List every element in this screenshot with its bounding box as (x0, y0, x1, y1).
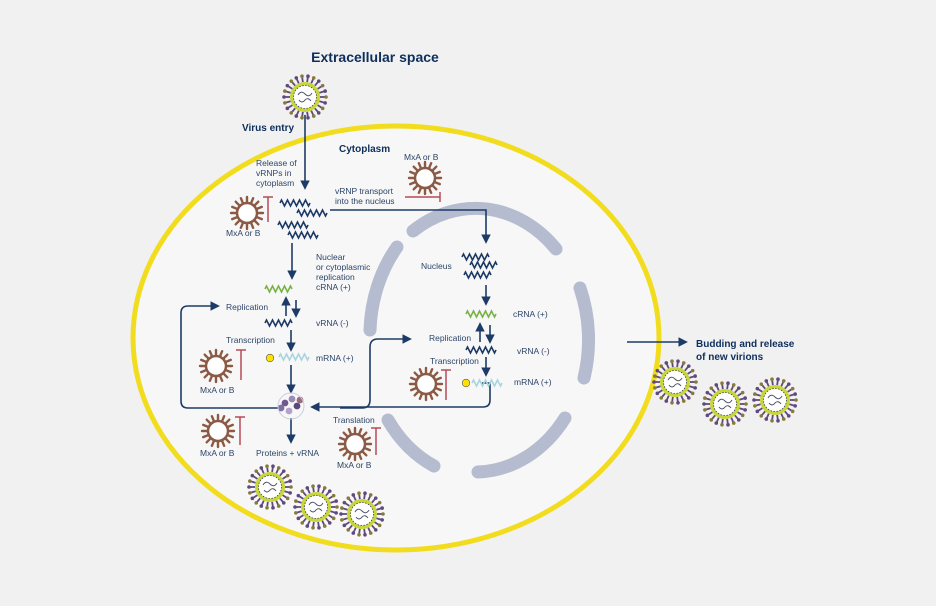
mrna-cap-cyto (265, 353, 275, 363)
nuc-vrnp-strand-3 (463, 270, 492, 280)
virion-released-2 (702, 381, 748, 427)
mxa-label-cyto: MxA or B (200, 385, 235, 395)
transcription-label-nuc: Transcription (430, 356, 479, 366)
budding-label-1: Budding and release (696, 339, 795, 350)
budding-label-2: of new virions (696, 352, 764, 363)
inhibitor-transport (405, 192, 441, 202)
ribosome-cluster (277, 392, 305, 420)
nuc-vrnp-strand-1 (461, 252, 490, 262)
virion-assembling-1 (247, 464, 293, 510)
inhibitor-nuc-transcription (441, 369, 451, 400)
crna-label-nuc: cRNA (+) (513, 309, 548, 319)
mxa-label-bottom-right: MxA or B (337, 460, 372, 470)
crna-strand-cyto (264, 284, 293, 294)
replication-label-nuc: Replication (429, 333, 471, 343)
vrna-label-nuc: vRNA (-) (517, 346, 550, 356)
mx-protein-top (407, 160, 443, 196)
vrnp-strand-1 (279, 198, 311, 208)
mx-protein-bottom-right (337, 426, 373, 462)
transport-arrow (330, 209, 491, 244)
mx-protein-nuc (408, 366, 444, 402)
crna-strand-nuc (465, 309, 497, 319)
translation-label: Translation (333, 415, 375, 425)
transport-label-2: into the nucleus (335, 196, 395, 206)
mx-protein-left (229, 195, 265, 231)
virion-released-1 (652, 359, 698, 405)
inhibitor-proteins (235, 416, 245, 445)
mrna-strand-cyto (278, 352, 310, 362)
nuc-vrnp-strand-2 (469, 260, 498, 270)
vrna-strand-cyto (264, 318, 293, 328)
mrna-cap-nuc (461, 378, 471, 388)
virion-entering (282, 74, 328, 120)
vrnp-strand-2 (296, 208, 328, 218)
mrna-label-cyto: mRNA (+) (316, 353, 354, 363)
vrna-strand-nuc (465, 345, 497, 355)
vrna-label-cyto: vRNA (-) (316, 318, 349, 328)
mxa-label-left: MxA or B (226, 228, 261, 238)
inhibitor-release (263, 196, 273, 222)
virus-entry-label: Virus entry (242, 123, 294, 134)
release-label-3: cytoplasm (256, 178, 294, 188)
virion-released-3 (752, 377, 798, 423)
pathway-arrows (180, 115, 688, 444)
replication-loop-arrow (180, 301, 280, 409)
transcription-label-cyto: Transcription (226, 335, 275, 345)
transport-label-1: vRNP transport (335, 186, 394, 196)
inhibitor-translation (371, 427, 381, 455)
nucleus-envelope (363, 201, 596, 479)
release-label-2: vRNPs in (256, 168, 292, 178)
inhibitor-cyto-transcription (236, 349, 246, 380)
extracellular-space-title: Extracellular space (311, 49, 439, 65)
mx-protein-cyto (198, 348, 234, 384)
mxa-label-top: MxA or B (404, 152, 439, 162)
nuclear-repl-label-4: cRNA (+) (316, 282, 351, 292)
cell-membrane (130, 123, 662, 553)
vrnp-strand-3 (277, 220, 309, 230)
cytoplasm-label: Cytoplasm (339, 144, 390, 155)
virion-assembling-3 (339, 491, 385, 537)
nuclear-repl-label-3: replication (316, 272, 355, 282)
mx-protein-bottom-left (200, 413, 236, 449)
nuclear-mrna-export-arrow (310, 382, 491, 412)
virion-assembling-2 (293, 484, 339, 530)
nuclear-repl-label-2: or cytoplasmic (316, 262, 371, 272)
replication-label-cyto: Replication (226, 302, 268, 312)
proteins-label: Proteins + vRNA (256, 448, 319, 458)
mxa-label-bottom-left: MxA or B (200, 448, 235, 458)
nucleus-label: Nucleus (421, 261, 452, 271)
nuclear-repl-label-1: Nuclear (316, 252, 345, 262)
vrnp-strand-4 (287, 230, 319, 240)
release-label-1: Release of (256, 158, 297, 168)
mrna-strand-nuc (471, 378, 503, 388)
mrna-label-nuc: mRNA (+) (514, 377, 552, 387)
